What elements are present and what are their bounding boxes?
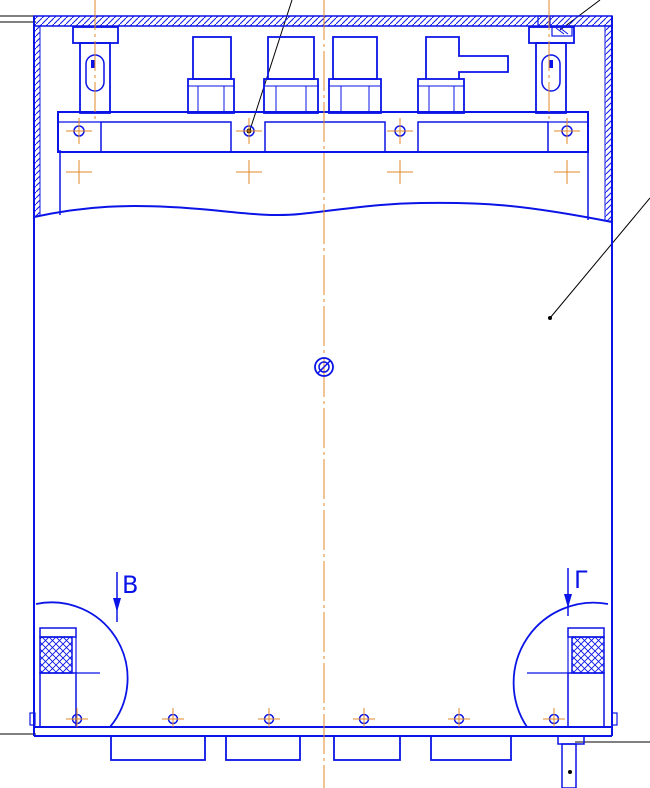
screw-top-1 <box>66 118 92 184</box>
bottom-bolt <box>557 735 585 788</box>
connectors <box>187 36 509 114</box>
top-screws <box>66 118 580 184</box>
connector-1 <box>187 36 235 114</box>
mounting-bar <box>57 111 589 153</box>
screw-bottom-5 <box>448 708 470 727</box>
view-arrow-left <box>113 572 121 622</box>
center-lines <box>94 0 550 788</box>
screw-top-4 <box>554 118 580 184</box>
view-arrow-right <box>564 568 572 616</box>
screw-top-3 <box>387 118 413 184</box>
view-label-v: В <box>122 571 139 599</box>
inner-walls <box>59 150 589 220</box>
connector-4 <box>417 36 509 114</box>
screw-bottom-1 <box>66 708 88 727</box>
screw-bottom-4 <box>353 708 375 727</box>
screw-top-2 <box>236 118 262 184</box>
connector-3 <box>328 36 382 114</box>
screw-bottom-3 <box>258 708 280 727</box>
bottom-tabs <box>110 735 512 761</box>
top-cover <box>33 15 613 222</box>
bottom-right-corner <box>512 601 609 728</box>
connector-2 <box>263 36 319 114</box>
break-line <box>33 201 613 223</box>
right-bracket <box>528 15 575 114</box>
view-label-g: Г <box>574 566 589 594</box>
bottom-screws <box>66 708 565 727</box>
screw-bottom-2 <box>162 708 184 727</box>
screw-bottom-6 <box>543 708 565 727</box>
ground-symbol <box>314 357 334 377</box>
bottom-left-corner <box>35 601 129 728</box>
